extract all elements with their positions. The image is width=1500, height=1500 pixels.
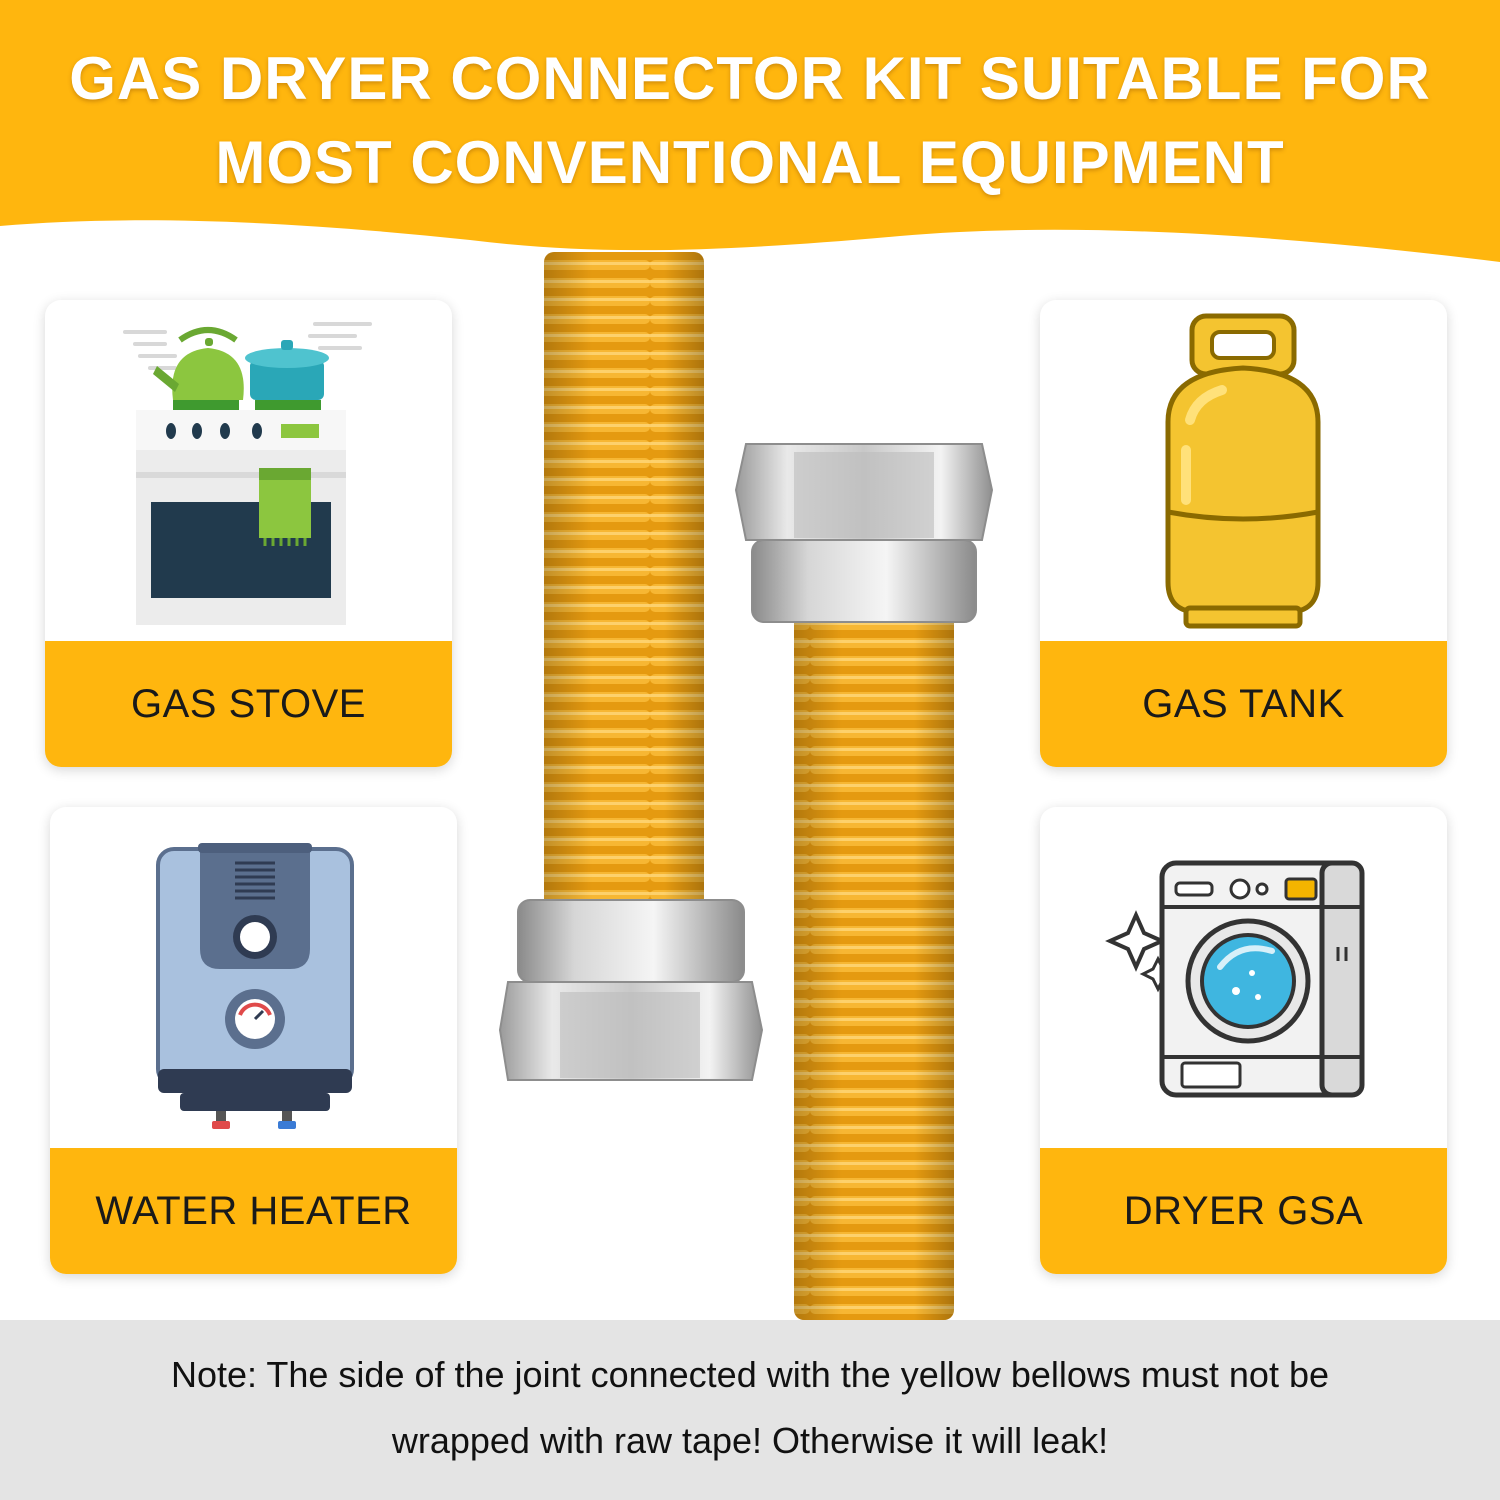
note-line-2: wrapped with raw tape! Otherwise it will… [391, 1420, 1109, 1461]
card-dryer: DRYER GSA [1040, 807, 1447, 1274]
right-hex-fitting [734, 443, 994, 623]
card-label-water-heater: WATER HEATER [50, 1148, 457, 1274]
banner-title-line-2: MOST CONVENTIONAL EQUIPMENT [215, 129, 1285, 196]
card-gas-stove: GAS STOVE [45, 300, 452, 767]
gas-tank-icon [1165, 313, 1321, 629]
card-label-dryer: DRYER GSA [1040, 1148, 1447, 1274]
left-hex-fitting [498, 899, 764, 1081]
note-line-1: Note: The side of the joint connected wi… [171, 1354, 1329, 1395]
right-hose [794, 612, 954, 1320]
banner-title-line-1: GAS DRYER CONNECTOR KIT SUITABLE FOR [69, 45, 1431, 112]
note-panel: Note: The side of the joint connected wi… [0, 1320, 1500, 1500]
washing-machine-icon [1105, 860, 1365, 1098]
water-heater-icon [156, 843, 354, 1129]
card-label-gas-tank: GAS TANK [1040, 641, 1447, 767]
gas-stove-icon [123, 322, 372, 625]
header-banner [0, 0, 1500, 262]
card-water-heater: WATER HEATER [50, 807, 457, 1274]
card-gas-tank: GAS TANK [1040, 300, 1447, 767]
left-hose [544, 252, 704, 912]
gas-connector-hoses [498, 252, 994, 1320]
card-label-gas-stove: GAS STOVE [45, 641, 452, 767]
